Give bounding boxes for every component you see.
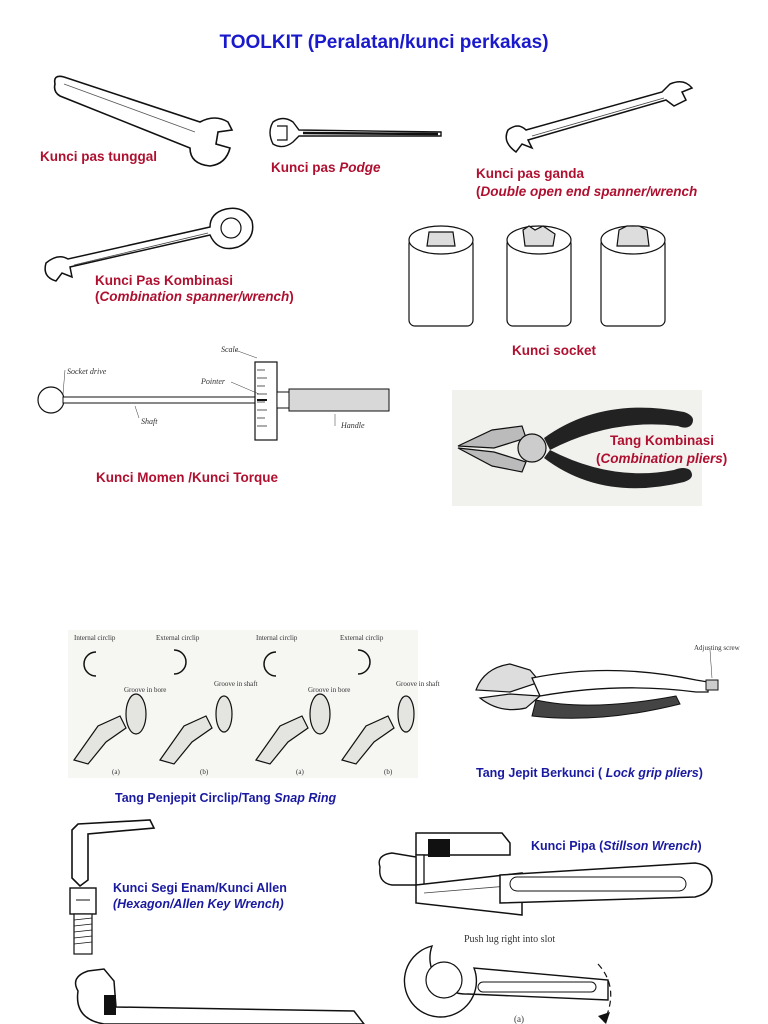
- callout-groove-bore-2: Groove in bore: [308, 686, 350, 694]
- callout-shaft: Shaft: [141, 417, 158, 426]
- callout-pointer: Pointer: [200, 377, 226, 386]
- combination-spanner-illustration: [44, 207, 254, 282]
- callout-push-lug: Push lug right into slot: [464, 934, 555, 945]
- callout-panel-a-1: (a): [112, 768, 120, 776]
- callout-groove-bore-1: Groove in bore: [124, 686, 166, 694]
- label-double-line2: (Double open end spanner/wrench: [476, 184, 698, 199]
- stillson-wrench-illustration: [378, 832, 523, 916]
- label-circlip: Tang Penjepit Circlip/Tang Snap Ring: [115, 791, 337, 805]
- label-allen-line1: Kunci Segi Enam/Kunci Allen: [113, 881, 287, 895]
- callout-fig-a: (a): [514, 1014, 524, 1024]
- callout-panel-b-2: (b): [384, 768, 393, 776]
- callout-internal-circlip-2: Internal circlip: [256, 634, 298, 642]
- lock-grip-pliers-illustration: Adjusting screw: [475, 644, 741, 719]
- label-stillson: Kunci Pipa (Stillson Wrench): [531, 839, 702, 853]
- callout-adjusting-screw: Adjusting screw: [694, 644, 741, 652]
- socket-set-illustration: [408, 225, 666, 327]
- callout-external-circlip-1: External circlip: [156, 634, 200, 642]
- label-torque: Kunci Momen /Kunci Torque: [96, 470, 278, 485]
- torque-wrench-illustration: Scale Socket drive Pointer Shaft Handle: [37, 345, 390, 441]
- hook-spanner-illustration: Push lug right into slot (a): [403, 934, 612, 1024]
- callout-socket-drive: Socket drive: [67, 367, 107, 376]
- callout-groove-shaft-2: Groove in shaft: [396, 680, 440, 688]
- label-socket: Kunci socket: [512, 343, 597, 358]
- label-combination-line2: (Combination spanner/wrench): [95, 289, 294, 304]
- label-single-spanner: Kunci pas tunggal: [40, 149, 158, 164]
- double-spanner-illustration: [505, 81, 694, 154]
- callout-external-circlip-2: External circlip: [340, 634, 384, 642]
- label-combination-line1: Kunci Pas Kombinasi: [95, 273, 234, 288]
- label-pliers-line2: (Combination pliers): [596, 451, 728, 466]
- label-allen-line2: (Hexagon/Allen Key Wrench): [113, 897, 284, 911]
- page-title: TOOLKIT (Peralatan/kunci perkakas): [219, 32, 549, 53]
- podge-spanner-illustration: [269, 117, 442, 148]
- label-double-line1: Kunci pas ganda: [476, 166, 585, 181]
- label-pliers-line1: Tang Kombinasi: [610, 433, 715, 448]
- adjustable-wrench-illustration: [74, 968, 365, 1024]
- single-spanner-illustration: [53, 75, 234, 167]
- callout-panel-b-1: (b): [200, 768, 209, 776]
- callout-internal-circlip-1: Internal circlip: [74, 634, 116, 642]
- label-podge: Kunci pas Podge: [271, 160, 381, 175]
- callout-panel-a-2: (a): [296, 768, 304, 776]
- allen-key-illustration: [69, 819, 156, 955]
- label-lock-grip: Tang Jepit Berkunci ( Lock grip pliers): [476, 766, 703, 780]
- stillson-handle-extension: [499, 862, 713, 904]
- combination-pliers-illustration: [452, 390, 702, 506]
- circlip-pliers-illustration: Internal circlip External circlip Intern…: [68, 630, 440, 778]
- callout-handle: Handle: [340, 421, 365, 430]
- callout-groove-shaft-1: Groove in shaft: [214, 680, 258, 688]
- callout-scale: Scale: [221, 345, 239, 354]
